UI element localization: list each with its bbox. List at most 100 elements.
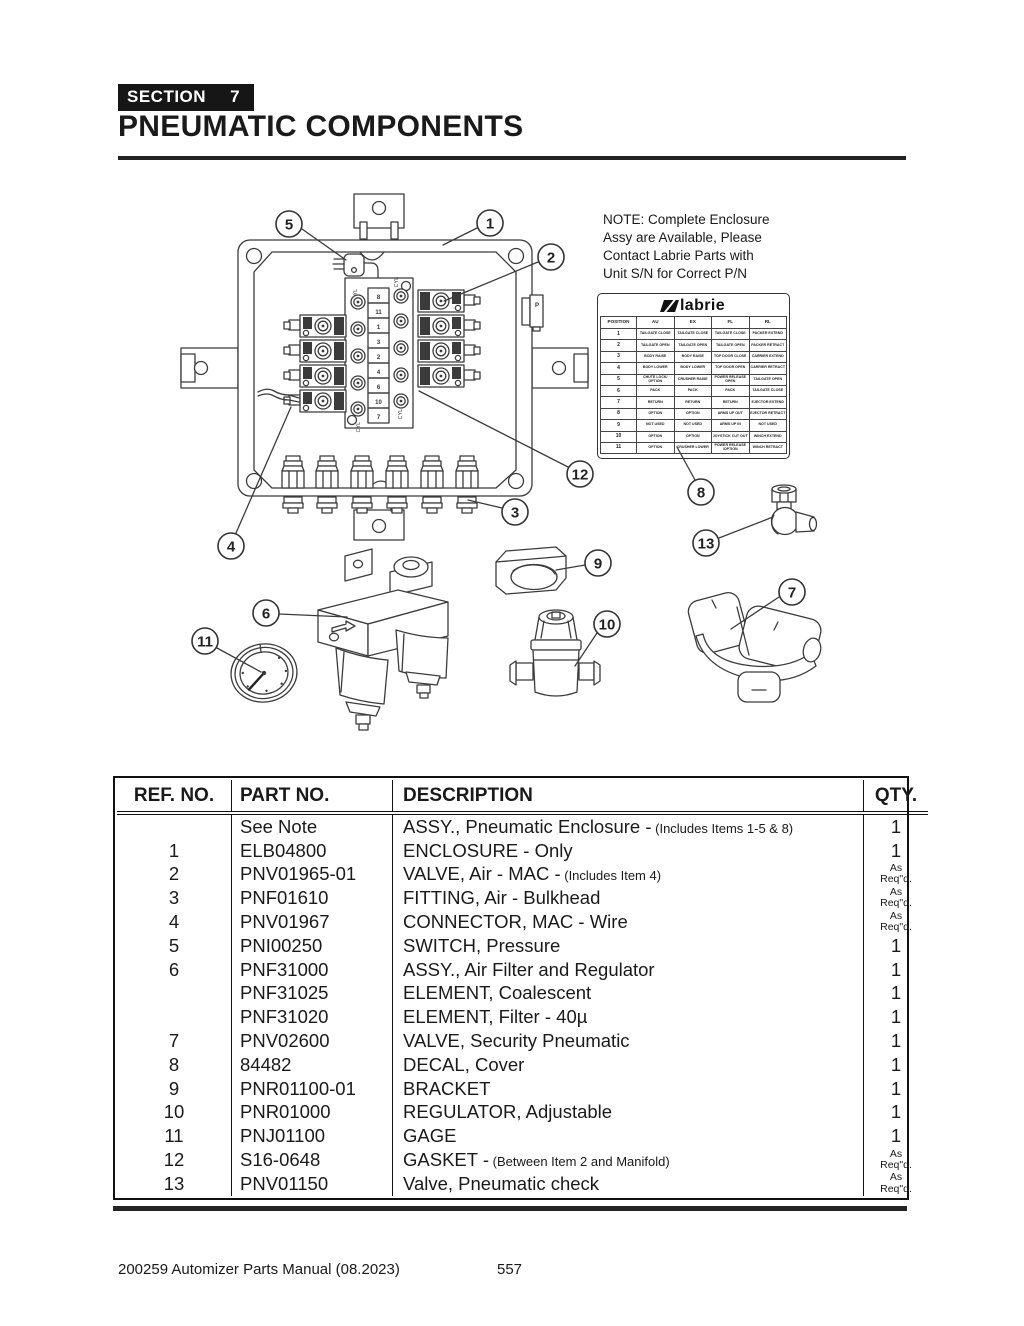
desc-cell: BRACKET bbox=[392, 1076, 864, 1101]
part-cell: PNF31020 bbox=[231, 1005, 393, 1030]
section-number: 7 bbox=[230, 87, 241, 106]
desc-cell: SWITCH, Pressure bbox=[392, 933, 864, 958]
mounting-tabs bbox=[180, 193, 589, 541]
description-text: ELEMENT, Coalescent bbox=[403, 982, 592, 1004]
desc-cell: ELEMENT, Filter - 40µ bbox=[392, 1005, 864, 1030]
desc-cell: ENCLOSURE - Only bbox=[392, 838, 864, 863]
callout-leaders bbox=[216, 227, 780, 673]
cyl-label: CYL bbox=[394, 277, 400, 288]
part-cell: S16-0648 bbox=[231, 1148, 393, 1172]
description-note: (Between Item 2 and Manifold) bbox=[489, 1154, 670, 1170]
decal-cell: WINCH RETRACT bbox=[748, 441, 787, 455]
qty-cell: 1 bbox=[863, 1029, 928, 1053]
security-valve bbox=[687, 592, 822, 703]
description-note: (Includes Items 1-5 & 8) bbox=[651, 820, 794, 836]
description-text: ENCLOSURE - Only bbox=[403, 839, 573, 861]
description-text: FITTING, Air - Bulkhead bbox=[403, 887, 601, 909]
callout-number: 11 bbox=[197, 634, 213, 651]
qty-cell: 1 bbox=[863, 933, 928, 958]
part-cell: PNV01967 bbox=[231, 910, 393, 934]
decal-cell: 11 bbox=[600, 441, 637, 455]
desc-cell: ASSY., Pneumatic Enclosure - (Includes I… bbox=[392, 813, 864, 839]
ref-cell: 9 bbox=[168, 1077, 180, 1099]
adjustable-regulator bbox=[509, 609, 601, 697]
callout-number: 8 bbox=[697, 485, 705, 502]
qty-text: As bbox=[889, 1147, 903, 1160]
part-cell: ELB04800 bbox=[231, 838, 393, 863]
callout-number: 3 bbox=[511, 505, 519, 522]
qty-cell: 1 bbox=[863, 1076, 928, 1101]
parts-table-container: REF. NO. PART NO. DESCRIPTION QTY. See N… bbox=[113, 776, 928, 1200]
decal-cell: CRUSHER LOWER bbox=[673, 441, 712, 455]
callout-number: 1 bbox=[486, 216, 494, 233]
manifold: CYL CYL CYL CYL 8 11 1 3 2 4 6 10 7 bbox=[344, 277, 414, 432]
callout-13: 13 bbox=[692, 529, 720, 557]
parts-header-row: REF. NO. PART NO. DESCRIPTION QTY. bbox=[117, 780, 928, 815]
port-strip: 8 11 1 3 2 4 6 10 7 bbox=[367, 287, 390, 424]
part-cell: PNV01965-01 bbox=[231, 862, 393, 887]
callout-number: 13 bbox=[698, 536, 715, 553]
description-text: GASKET - bbox=[403, 1149, 490, 1171]
callout-1: 1 bbox=[476, 209, 504, 237]
description-text: Valve, Pneumatic check bbox=[403, 1172, 600, 1194]
ref-cell: 3 bbox=[168, 887, 180, 909]
page-title: PNEUMATIC COMPONENTS bbox=[118, 110, 524, 143]
desc-cell: CONNECTOR, MAC - Wire bbox=[392, 910, 864, 934]
pressure-switch bbox=[332, 253, 379, 279]
port-number: 2 bbox=[377, 355, 381, 361]
check-valve bbox=[770, 484, 818, 536]
column-header-ref: REF. NO. bbox=[117, 780, 232, 815]
qty-text: As bbox=[889, 1171, 903, 1184]
column-header-qty: QTY. bbox=[863, 780, 928, 815]
part-cell: PNF01610 bbox=[231, 886, 393, 911]
callout-number: 10 bbox=[599, 617, 616, 634]
parts-table: REF. NO. PART NO. DESCRIPTION QTY. See N… bbox=[117, 780, 928, 1196]
header-rule bbox=[118, 156, 906, 160]
desc-cell: ASSY., Air Filter and Regulator bbox=[392, 957, 864, 982]
callout-number: 2 bbox=[547, 250, 555, 267]
desc-cell: DECAL, Cover bbox=[392, 1052, 864, 1077]
qty-cell: 1 bbox=[863, 1124, 928, 1149]
part-cell: PNI00250 bbox=[231, 933, 393, 958]
callout-10: 10 bbox=[593, 610, 621, 638]
qty-text: As bbox=[889, 861, 903, 874]
ref-cell: 5 bbox=[168, 934, 180, 956]
callout-number: 4 bbox=[227, 539, 236, 556]
cyl-label: CYL bbox=[398, 409, 404, 420]
callout-11: 11 bbox=[191, 627, 219, 655]
description-text: ELEMENT, Filter - 40µ bbox=[403, 1006, 588, 1028]
ref-cell bbox=[117, 982, 232, 1006]
qty-cell: 1 bbox=[863, 1005, 928, 1030]
qty-cell: 1 bbox=[863, 957, 928, 982]
ref-cell: 2 bbox=[168, 863, 180, 885]
ref-cell: 11 bbox=[164, 1125, 184, 1147]
desc-cell: VALVE, Air - MAC - (Includes Item 4) bbox=[392, 862, 864, 887]
ref-cell: 7 bbox=[168, 1030, 180, 1052]
bracket bbox=[495, 546, 567, 595]
desc-cell: VALVE, Security Pneumatic bbox=[392, 1029, 864, 1053]
description-text: DECAL, Cover bbox=[403, 1053, 525, 1075]
qty-text: Req"d. bbox=[880, 1159, 912, 1172]
desc-cell: GAGE bbox=[392, 1124, 864, 1149]
callout-number: 12 bbox=[572, 467, 589, 484]
port-number: 7 bbox=[377, 415, 381, 421]
column-header-part: PART NO. bbox=[231, 780, 393, 815]
description-text: SWITCH, Pressure bbox=[403, 934, 561, 956]
callout-number: 5 bbox=[285, 217, 293, 234]
gauge bbox=[230, 643, 298, 703]
ref-cell: 13 bbox=[163, 1172, 185, 1194]
callout-9: 9 bbox=[584, 549, 612, 577]
note-text: NOTE: Complete Enclosure Assy are Availa… bbox=[603, 212, 770, 281]
qty-text: Req"d. bbox=[880, 873, 912, 886]
description-text: REGULATOR, Adjustable bbox=[403, 1101, 613, 1123]
table-row: PNF31020 ELEMENT, Filter - 40µ 1 bbox=[117, 1005, 928, 1030]
